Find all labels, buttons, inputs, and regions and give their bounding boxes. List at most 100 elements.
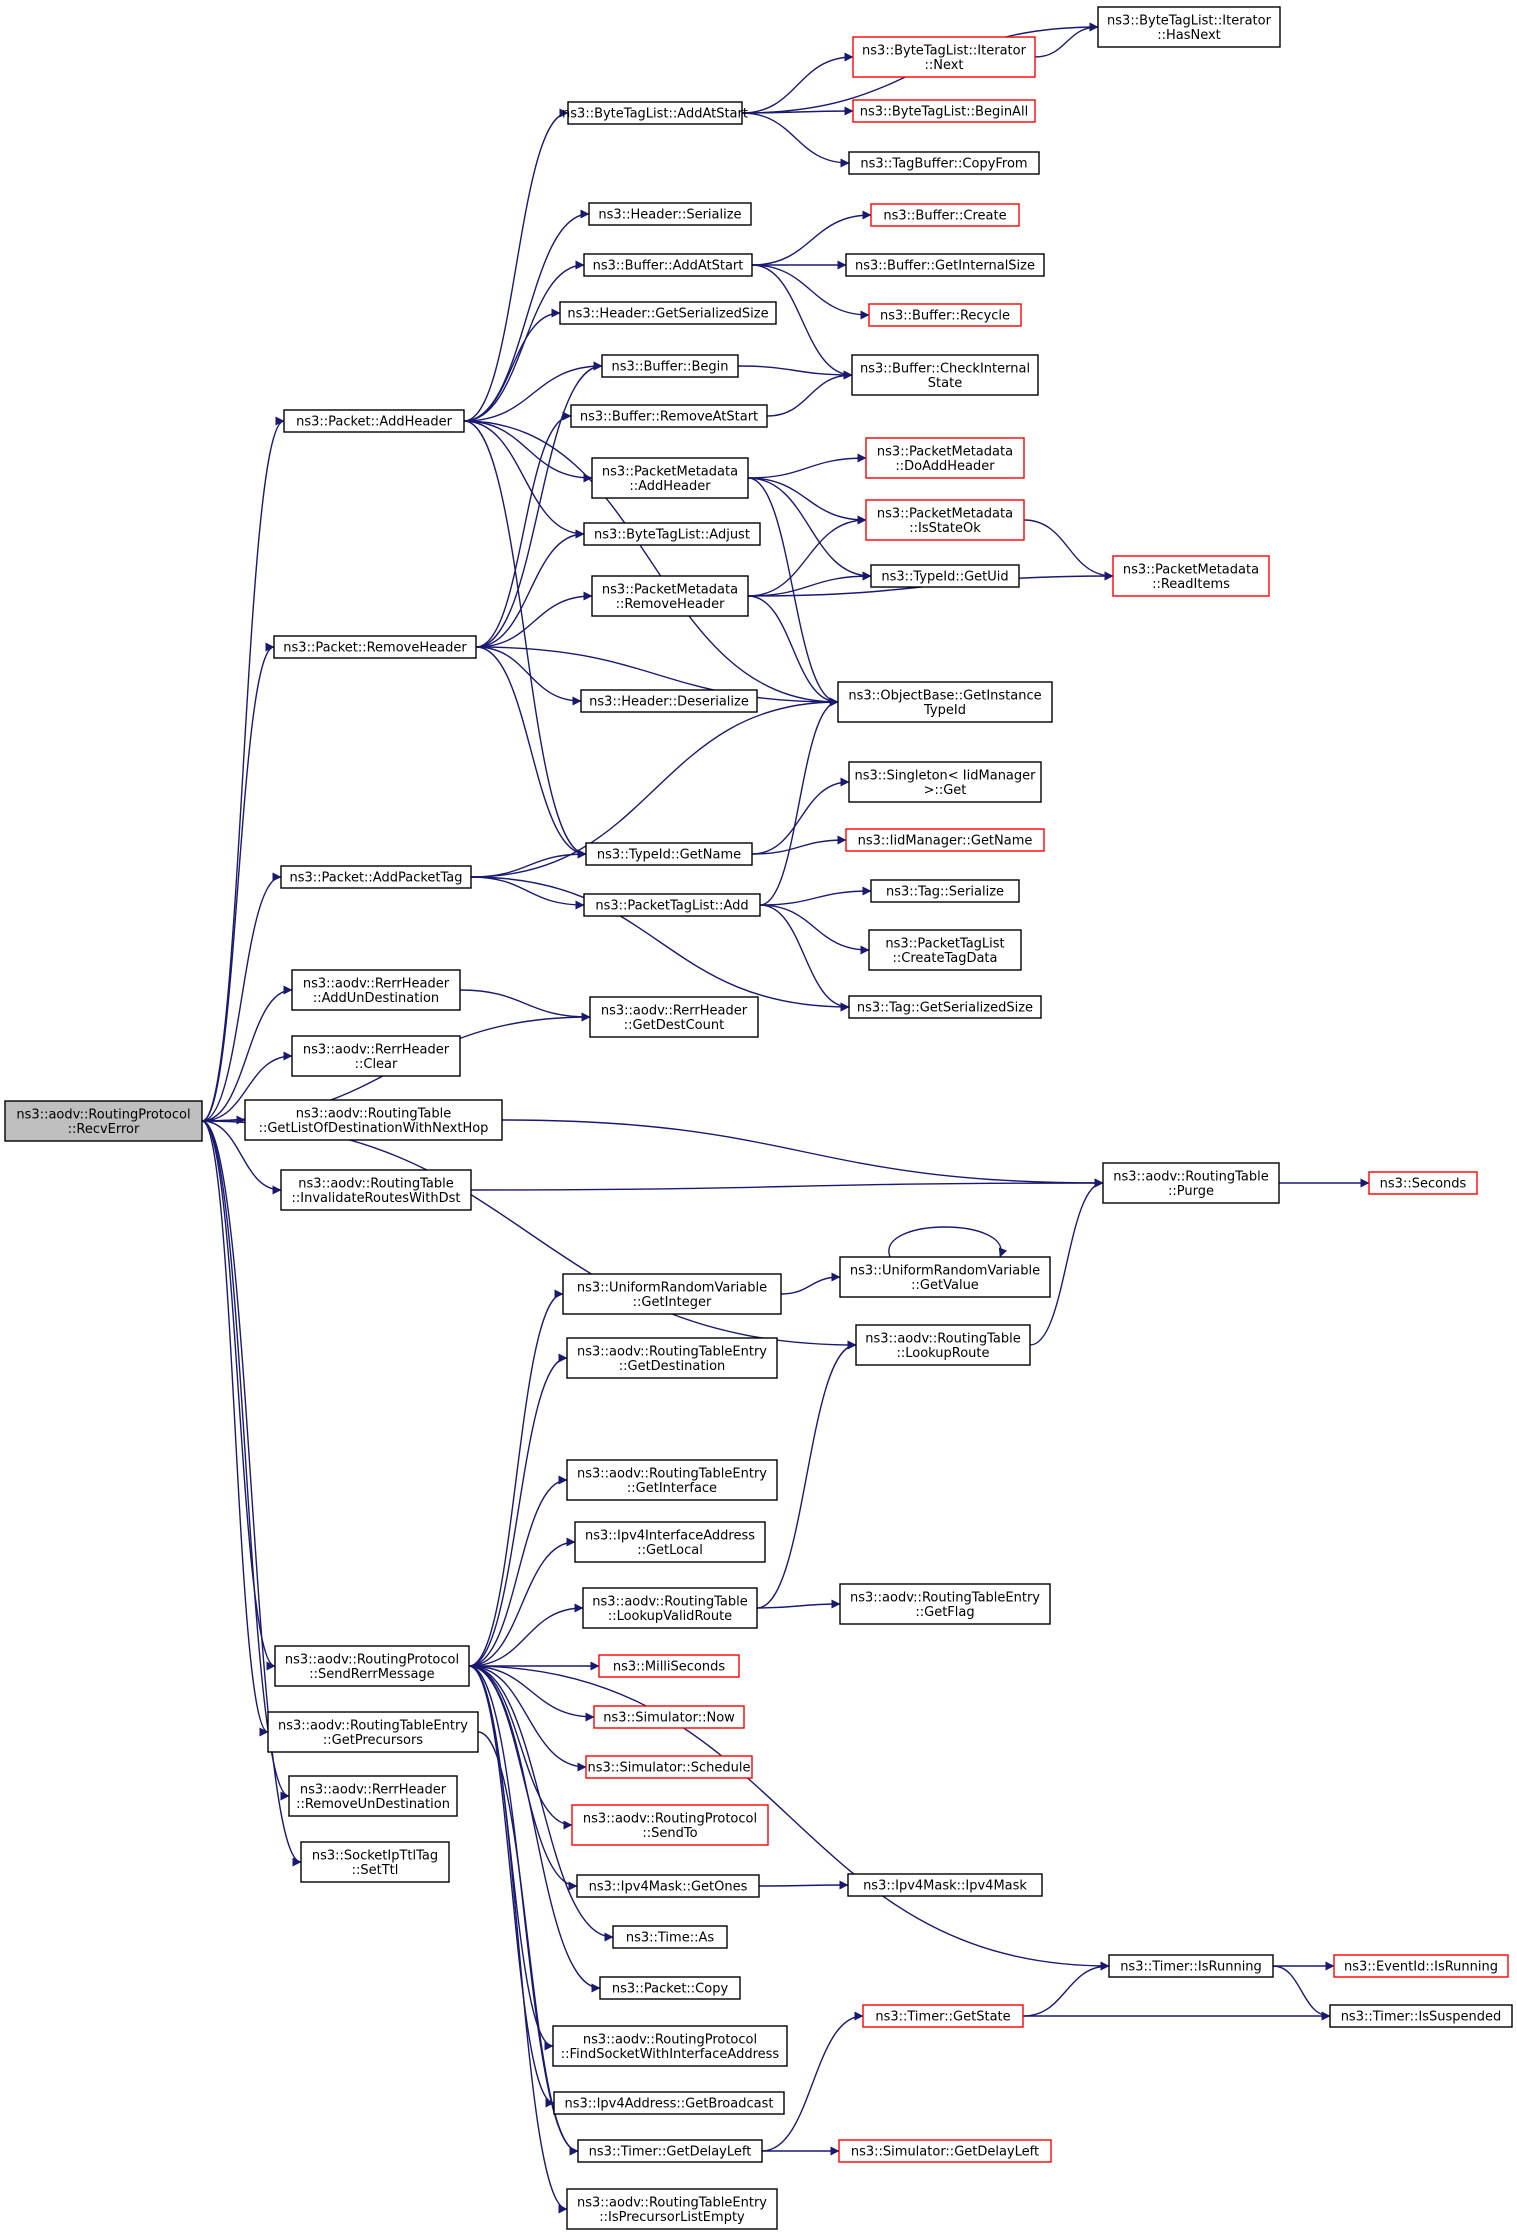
node-add-header[interactable]: ns3::Packet::AddHeader xyxy=(283,409,465,433)
node-rt-lookup-valid[interactable]: ns3::aodv::RoutingTable::LookupValidRout… xyxy=(582,1587,758,1629)
node-buf-add-at-start[interactable]: ns3::Buffer::AddAtStart xyxy=(583,253,753,277)
node-box xyxy=(588,202,752,226)
node-get-precursors[interactable]: ns3::aodv::RoutingTableEntry::GetPrecurs… xyxy=(267,1711,479,1753)
node-timer-is-running[interactable]: ns3::Timer::IsRunning xyxy=(1108,1954,1274,1978)
node-ipv4-mask-get-ones[interactable]: ns3::Ipv4Mask::GetOnes xyxy=(576,1874,760,1898)
node-root[interactable]: ns3::aodv::RoutingProtocol::RecvError xyxy=(4,1100,203,1142)
node-ptl-add[interactable]: ns3::PacketTagList::Add xyxy=(583,893,761,917)
node-box xyxy=(1112,555,1270,597)
node-pm-add-header[interactable]: ns3::PacketMetadata::AddHeader xyxy=(591,457,749,499)
node-ipv4-mask-ctor[interactable]: ns3::Ipv4Mask::Ipv4Mask xyxy=(847,1873,1043,1897)
edge-pm-add-header-to-type-id-get-uid xyxy=(747,477,872,581)
node-rerr-clear[interactable]: ns3::aodv::RerrHeader::Clear xyxy=(291,1035,461,1077)
node-box xyxy=(847,1873,1043,1897)
node-btl-add-at-start[interactable]: ns3::ByteTagList::AddAtStart xyxy=(562,101,748,125)
node-timer-get-state[interactable]: ns3::Timer::GetState xyxy=(862,2004,1024,2028)
node-box xyxy=(591,575,749,617)
node-pm-remove-header[interactable]: ns3::PacketMetadata::RemoveHeader xyxy=(591,575,749,617)
node-label-line: ns3::PacketMetadata xyxy=(602,464,738,479)
node-add-un-dest[interactable]: ns3::aodv::RerrHeader::AddUnDestination xyxy=(291,969,461,1011)
node-add-packet-tag[interactable]: ns3::Packet::AddPacketTag xyxy=(280,865,472,889)
node-packet-copy[interactable]: ns3::Packet::Copy xyxy=(599,1976,741,2000)
node-box xyxy=(280,865,472,889)
node-label-line: ::HasNext xyxy=(1157,28,1221,43)
node-btl-iter-has-next[interactable]: ns3::ByteTagList::Iterator::HasNext xyxy=(1097,6,1281,48)
node-timer-is-suspended[interactable]: ns3::Timer::IsSuspended xyxy=(1329,2004,1513,2028)
node-sim-schedule[interactable]: ns3::Simulator::Schedule xyxy=(585,1755,753,1779)
node-label-line: ns3::Header::Serialize xyxy=(598,208,741,223)
node-invalidate-routes[interactable]: ns3::aodv::RoutingTable::InvalidateRoute… xyxy=(280,1169,472,1211)
node-pm-is-state-ok[interactable]: ns3::PacketMetadata::IsStateOk xyxy=(865,499,1025,541)
node-ptl-create-tag-data[interactable]: ns3::PacketTagList::CreateTagData xyxy=(868,929,1022,971)
node-get-list-dest[interactable]: ns3::aodv::RoutingTable::GetListOfDestin… xyxy=(244,1099,503,1141)
node-buf-get-internal-size[interactable]: ns3::Buffer::GetInternalSize xyxy=(845,253,1045,277)
node-rt-purge[interactable]: ns3::aodv::RoutingTable::Purge xyxy=(1102,1162,1280,1204)
edge-btl-add-at-start-to-btl-iter-next xyxy=(741,52,854,114)
node-time-as[interactable]: ns3::Time::As xyxy=(612,1925,728,1949)
node-rte-get-interface[interactable]: ns3::aodv::RoutingTableEntry::GetInterfa… xyxy=(566,1459,778,1501)
node-tag-get-ser-size[interactable]: ns3::Tag::GetSerializedSize xyxy=(848,995,1042,1019)
node-sim-now[interactable]: ns3::Simulator::Now xyxy=(593,1705,745,1729)
node-header-serialize[interactable]: ns3::Header::Serialize xyxy=(588,202,752,226)
node-event-id-is-running[interactable]: ns3::EventId::IsRunning xyxy=(1333,1954,1509,1978)
node-singleton-get[interactable]: ns3::Singleton< IidManager >::Get xyxy=(848,761,1042,803)
node-remove-un-dest[interactable]: ns3::aodv::RerrHeader::RemoveUnDestinati… xyxy=(288,1775,458,1817)
node-rt-lookup-route[interactable]: ns3::aodv::RoutingTable::LookupRoute xyxy=(855,1324,1031,1366)
edge-root-to-invalidate-routes xyxy=(201,1120,282,1195)
node-milli-seconds[interactable]: ns3::MilliSeconds xyxy=(598,1654,740,1678)
node-label-line: ::RemoveHeader xyxy=(616,597,726,612)
edge-remove-header-to-btl-adjust xyxy=(475,529,585,648)
node-header-get-ser-size[interactable]: ns3::Header::GetSerializedSize xyxy=(559,301,777,325)
node-rp-send-to[interactable]: ns3::aodv::RoutingProtocol::SendTo xyxy=(571,1804,769,1846)
node-tag-buf-copy-from[interactable]: ns3::TagBuffer::CopyFrom xyxy=(848,151,1040,175)
node-sim-get-delay-left[interactable]: ns3::Simulator::GetDelayLeft xyxy=(838,2139,1052,2163)
node-rerr-get-dest-count[interactable]: ns3::aodv::RerrHeader::GetDestCount xyxy=(589,996,759,1038)
node-set-ttl[interactable]: ns3::SocketIpTtlTag::SetTtl xyxy=(300,1841,450,1883)
node-seconds[interactable]: ns3::Seconds xyxy=(1368,1171,1478,1195)
edge-remove-header-to-pm-remove-header xyxy=(475,591,593,648)
node-label-line: ns3::Ipv4Mask::GetOnes xyxy=(589,1880,748,1895)
node-rte-get-destination[interactable]: ns3::aodv::RoutingTableEntry::GetDestina… xyxy=(566,1337,778,1379)
node-iid-get-name[interactable]: ns3::IidManager::GetName xyxy=(845,828,1045,852)
node-label-line: ns3::IidManager::GetName xyxy=(858,834,1033,849)
node-buf-remove-at-start[interactable]: ns3::Buffer::RemoveAtStart xyxy=(570,404,768,428)
edge-buf-add-at-start-to-buf-create xyxy=(751,210,872,266)
node-btl-begin-all[interactable]: ns3::ByteTagList::BeginAll xyxy=(852,99,1036,123)
node-tag-serialize[interactable]: ns3::Tag::Serialize xyxy=(870,879,1020,903)
node-box xyxy=(283,409,465,433)
node-find-socket[interactable]: ns3::aodv::RoutingProtocol::FindSocketWi… xyxy=(552,2025,788,2067)
node-buf-recycle[interactable]: ns3::Buffer::Recycle xyxy=(868,303,1022,327)
node-box xyxy=(852,36,1036,78)
node-label-line: ns3::Buffer::GetInternalSize xyxy=(855,259,1035,274)
node-label-line: ns3::Buffer::RemoveAtStart xyxy=(580,410,758,425)
node-type-id-get-name[interactable]: ns3::TypeId::GetName xyxy=(585,842,753,866)
node-type-id-get-uid[interactable]: ns3::TypeId::GetUid xyxy=(870,564,1020,588)
node-pm-read-items[interactable]: ns3::PacketMetadata::ReadItems xyxy=(1112,555,1270,597)
node-timer-get-delay-left[interactable]: ns3::Timer::GetDelayLeft xyxy=(577,2139,763,2163)
node-buf-begin[interactable]: ns3::Buffer::Begin xyxy=(601,354,739,378)
node-ipv4-get-broadcast[interactable]: ns3::Ipv4Address::GetBroadcast xyxy=(553,2091,785,2115)
node-buf-create[interactable]: ns3::Buffer::Create xyxy=(870,203,1020,227)
edge-buf-add-at-start-to-buf-check-internal xyxy=(751,264,853,380)
node-ipv4-if-get-local[interactable]: ns3::Ipv4InterfaceAddress::GetLocal xyxy=(574,1521,766,1563)
node-rte-is-prec-empty[interactable]: ns3::aodv::RoutingTableEntry::IsPrecurso… xyxy=(566,2188,778,2230)
node-header-deserialize[interactable]: ns3::Header::Deserialize xyxy=(580,689,758,713)
node-box xyxy=(574,1521,766,1563)
node-urv-get-value[interactable]: ns3::UniformRandomVariable::GetValue xyxy=(839,1256,1051,1298)
node-pm-do-add-header[interactable]: ns3::PacketMetadata::DoAddHeader xyxy=(865,437,1025,479)
node-box xyxy=(291,969,461,1011)
node-remove-header[interactable]: ns3::Packet::RemoveHeader xyxy=(273,635,477,659)
node-send-rerr[interactable]: ns3::aodv::RoutingProtocol::SendRerrMess… xyxy=(274,1645,470,1687)
edge-send-rerr-to-rte-get-interface xyxy=(468,1475,568,1667)
edge-layer xyxy=(201,22,1370,2214)
node-box xyxy=(273,635,477,659)
node-rte-get-flag[interactable]: ns3::aodv::RoutingTableEntry::GetFlag xyxy=(839,1583,1051,1625)
node-urv-get-integer[interactable]: ns3::UniformRandomVariable::GetInteger xyxy=(562,1273,782,1315)
node-btl-adjust[interactable]: ns3::ByteTagList::Adjust xyxy=(583,522,761,546)
edge-get-precursors-to-timer-get-delay-left xyxy=(477,1731,579,2156)
node-label-line: ns3::aodv::RoutingTableEntry xyxy=(850,1590,1040,1605)
edge-root-to-add-header xyxy=(201,416,285,1122)
node-btl-iter-next[interactable]: ns3::ByteTagList::Iterator::Next xyxy=(852,36,1036,78)
